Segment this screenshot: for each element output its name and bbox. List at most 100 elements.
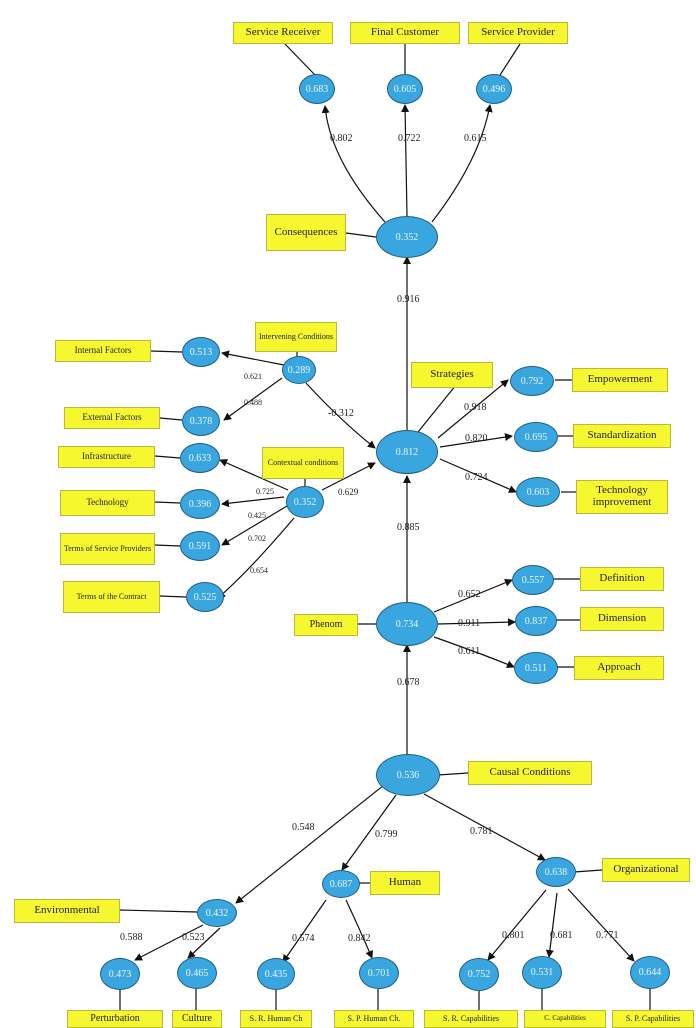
box-contextual-conditions: Contextual conditions xyxy=(262,447,344,479)
edge-tsp-box xyxy=(154,544,181,547)
node-phenom: 0.734 xyxy=(376,602,438,646)
node-standardization: 0.695 xyxy=(514,422,558,452)
box-perturbation: Perturbation xyxy=(67,1010,163,1028)
path-ctx-infra: 0.725 xyxy=(256,487,274,496)
path-env-pert: 0.588 xyxy=(120,932,143,943)
node-perturbation: 0.473 xyxy=(100,958,140,990)
node-sr-capabilities: 0.752 xyxy=(459,958,499,991)
node-sp-capabilities: 0.644 xyxy=(630,956,670,989)
edge-phen-dim xyxy=(437,618,516,627)
path-org-spc: 0.771 xyxy=(596,930,619,941)
box-service-receiver: Service Receiver xyxy=(233,22,333,44)
path-strat-cons: 0.916 xyxy=(397,294,420,305)
edge-org-box xyxy=(573,869,603,873)
node-technology-improvement: 0.603 xyxy=(516,477,560,507)
node-infrastructure: 0.633 xyxy=(180,443,220,473)
edge-strat-emp xyxy=(437,379,509,439)
box-dimension: Dimension xyxy=(580,607,664,631)
node-dimension: 0.837 xyxy=(515,606,557,636)
box-organizational: Organizational xyxy=(602,858,690,882)
box-strategies: Strategies xyxy=(411,362,493,388)
path-phen-dim: 0.911 xyxy=(458,618,481,629)
path-phen-strat: 0.885 xyxy=(397,522,420,533)
node-technology: 0.396 xyxy=(180,489,220,519)
box-c-capabilities: C. Capabilities xyxy=(524,1010,606,1028)
box-sr-capabilities: S. R. Capabilities xyxy=(424,1010,518,1028)
box-final-customer: Final Customer xyxy=(350,22,460,44)
node-service-provider: 0.496 xyxy=(476,74,512,104)
path-cons-fc: 0.722 xyxy=(398,133,421,144)
node-terms-service-providers: 0.591 xyxy=(180,531,220,561)
box-culture: Culture xyxy=(172,1010,222,1028)
box-definition: Definition xyxy=(580,567,664,591)
edge-env-box xyxy=(119,909,198,913)
edge-org-src xyxy=(487,889,547,961)
edge-strat-tech xyxy=(439,458,517,493)
edge-cons-fc xyxy=(401,104,410,217)
path-cc-phen: 0.678 xyxy=(397,677,420,688)
path-int-internal: 0.621 xyxy=(244,372,262,381)
edge-ctx-tsp xyxy=(221,505,288,546)
box-causal-conditions: Causal Conditions xyxy=(468,761,592,785)
path-cc-env: 0.548 xyxy=(292,822,315,833)
node-final-customer: 0.605 xyxy=(387,74,423,104)
edge-org-cc xyxy=(545,892,558,958)
node-terms-contract: 0.525 xyxy=(186,582,224,612)
path-cons-sp: 0.615 xyxy=(464,133,487,144)
path-hum-srh: 0.574 xyxy=(292,933,315,944)
box-terms-service-providers: Terms of Service Providers xyxy=(60,533,155,565)
box-consequences: Consequences xyxy=(266,214,346,251)
box-external-factors: External Factors xyxy=(64,407,160,429)
node-approach: 0.511 xyxy=(514,652,558,684)
path-ctx-tech: 0.425 xyxy=(248,511,266,520)
edge-tc-box xyxy=(159,595,187,598)
box-internal-factors: Internal Factors xyxy=(55,340,151,362)
edge-cc-hum xyxy=(341,794,397,871)
box-intervening-conditions: Intervening Conditions xyxy=(255,322,337,352)
node-human: 0.687 xyxy=(322,870,360,898)
path-env-cult: 0.523 xyxy=(182,932,205,943)
edge-hum-sph xyxy=(345,899,373,959)
box-terms-contract: Terms of the Contract xyxy=(63,581,160,613)
edge-ctx-tech xyxy=(221,496,285,508)
box-infrastructure: Infrastructure xyxy=(58,446,155,468)
box-sp-human: S. P. Human Ch. xyxy=(334,1010,414,1028)
node-culture: 0.465 xyxy=(177,957,217,989)
edge-consbox xyxy=(345,232,377,238)
path-int-strat: -0.312 xyxy=(328,408,354,419)
edge-int-internal xyxy=(221,350,285,366)
node-causal-conditions: 0.536 xyxy=(376,754,440,796)
box-phenom: Phenom xyxy=(294,614,358,636)
node-empowerment: 0.792 xyxy=(510,366,554,396)
edge-phen-def xyxy=(433,578,513,613)
edge-strat-box xyxy=(417,384,457,433)
node-sp-human: 0.701 xyxy=(359,957,399,989)
node-external-factors: 0.378 xyxy=(182,406,220,436)
node-consequences: 0.352 xyxy=(376,216,438,258)
path-ctx-strat: 0.629 xyxy=(338,487,359,497)
node-environmental: 0.432 xyxy=(197,899,237,927)
edge-cc-org xyxy=(423,793,546,861)
box-sr-human: S. R. Human Ch xyxy=(240,1010,312,1028)
node-sr-human: 0.435 xyxy=(257,958,295,990)
node-c-capabilities: 0.531 xyxy=(522,956,562,989)
edge-int-strat xyxy=(305,382,376,449)
edge-external-box xyxy=(159,417,183,421)
path-ctx-tc: 0.654 xyxy=(250,566,268,575)
edge-env-pert xyxy=(134,924,204,961)
edge-cc-env xyxy=(235,784,385,904)
box-technology-improvement: Technology improvement xyxy=(576,480,668,514)
edge-cons-sr xyxy=(321,105,386,223)
node-strategies: 0.812 xyxy=(376,430,438,474)
path-cc-hum: 0.799 xyxy=(375,829,398,840)
box-empowerment: Empowerment xyxy=(572,368,668,392)
edge-ctx-strat xyxy=(321,462,376,491)
edge-srbox xyxy=(284,43,316,76)
box-sp-capabilities: S. P. Capabilities xyxy=(612,1010,694,1028)
path-strat-emp: 0.918 xyxy=(464,402,487,413)
edge-cons-sp xyxy=(431,104,493,223)
edge-strat-std xyxy=(439,433,513,448)
path-phen-def: 0.652 xyxy=(458,589,481,600)
edge-phen-app xyxy=(433,636,515,669)
